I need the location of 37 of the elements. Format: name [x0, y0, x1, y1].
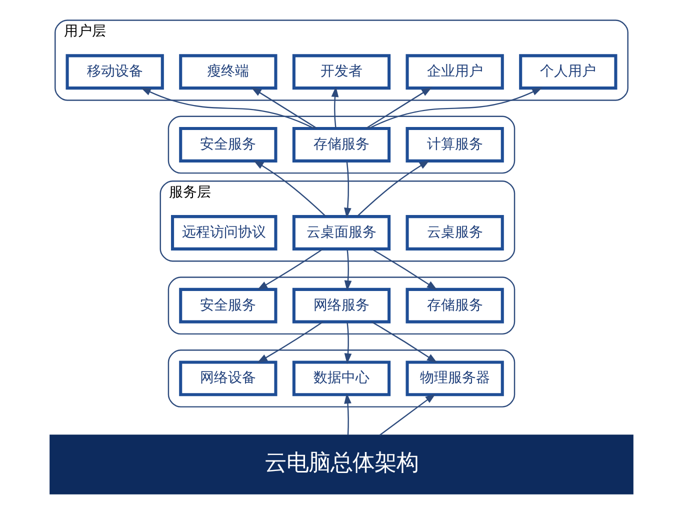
node-box: 计算服务 [406, 127, 504, 162]
arrow [140, 87, 314, 130]
node-box: 安全服务 [179, 127, 278, 162]
node-box: 云桌面服务 [292, 215, 391, 250]
arrow [379, 394, 436, 436]
node-box: 网络服务 [292, 288, 391, 324]
node-box: 云桌服务 [406, 215, 504, 250]
node-box: 数据中心 [292, 360, 391, 396]
arrow [250, 87, 318, 129]
node-box: 存储服务 [292, 127, 391, 162]
arrow [366, 87, 432, 129]
arrow [331, 86, 339, 128]
arrow [371, 321, 438, 364]
node-box: 个人用户 [519, 54, 618, 90]
arrow [368, 87, 543, 130]
node-box: 存储服务 [406, 288, 504, 324]
arrow [257, 321, 324, 363]
node-box: 远程访问协议 [171, 215, 278, 250]
arrow [344, 322, 352, 364]
node-box: 企业用户 [406, 54, 504, 90]
node-box: 云电脑总体架构 [50, 434, 634, 494]
cluster [168, 116, 516, 174]
arrow [344, 161, 352, 218]
node-box: 网络设备 [179, 360, 278, 396]
arrow [344, 393, 352, 435]
arrow [257, 248, 324, 290]
node-box: 物理服务器 [406, 360, 504, 396]
cluster [168, 276, 516, 335]
arrow [371, 248, 438, 290]
node-box: 移动设备 [66, 54, 164, 90]
arrow [253, 160, 326, 217]
cluster [168, 350, 516, 408]
arrow [344, 249, 352, 292]
node-box: 开发者 [292, 54, 391, 90]
node-box: 安全服务 [179, 288, 278, 324]
node-box: 瘦终端 [179, 54, 278, 90]
arrow [356, 160, 430, 217]
